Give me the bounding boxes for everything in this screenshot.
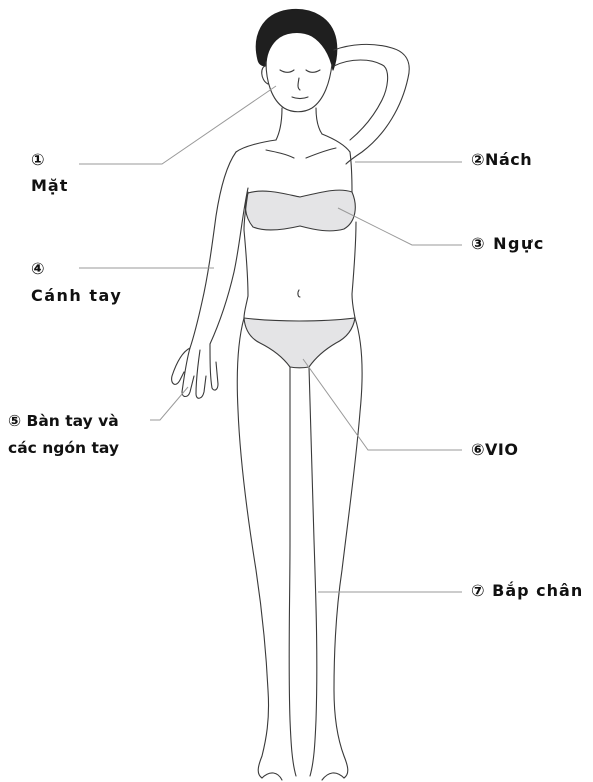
- label-hands-number: ⑤: [8, 412, 21, 430]
- label-hands-line2: các ngón tay: [8, 438, 119, 458]
- label-armpit-number: ②: [471, 150, 485, 169]
- label-vio: ⑥VIO: [471, 440, 518, 460]
- label-chest-number: ③: [471, 234, 486, 253]
- label-hands-text-1: Bàn tay và: [27, 412, 119, 430]
- label-armpit: ②Nách: [471, 150, 532, 170]
- label-calves-number: ⑦: [471, 581, 486, 600]
- chest-zone: [245, 190, 355, 231]
- right-leg: [334, 318, 362, 778]
- face-outline: [266, 62, 332, 112]
- label-armpit-text: Nách: [485, 150, 532, 169]
- leader-vio: [303, 359, 462, 450]
- hair: [256, 10, 336, 70]
- left-hand: [172, 344, 218, 398]
- label-face: Mặt: [31, 176, 68, 196]
- bikini-zone: [244, 318, 355, 368]
- label-upper-arm-number: ④: [31, 259, 45, 279]
- label-chest-text: Ngực: [493, 234, 545, 253]
- leader-chest: [338, 208, 462, 245]
- label-face-number: ①: [31, 150, 45, 170]
- label-calves-text: Bắp chân: [492, 581, 583, 600]
- body-outline: [172, 10, 410, 780]
- label-vio-text: VIO: [485, 440, 518, 459]
- leader-face: [79, 86, 276, 164]
- left-arm: [190, 152, 236, 348]
- label-vio-number: ⑥: [471, 440, 485, 459]
- label-chest: ③ Ngực: [471, 234, 545, 254]
- label-upper-arm: Cánh tay: [31, 286, 122, 306]
- left-leg: [237, 318, 268, 778]
- label-hands-line1: ⑤ Bàn tay và: [8, 411, 119, 431]
- label-calves: ⑦ Bắp chân: [471, 581, 583, 601]
- highlight-zones: [244, 190, 355, 368]
